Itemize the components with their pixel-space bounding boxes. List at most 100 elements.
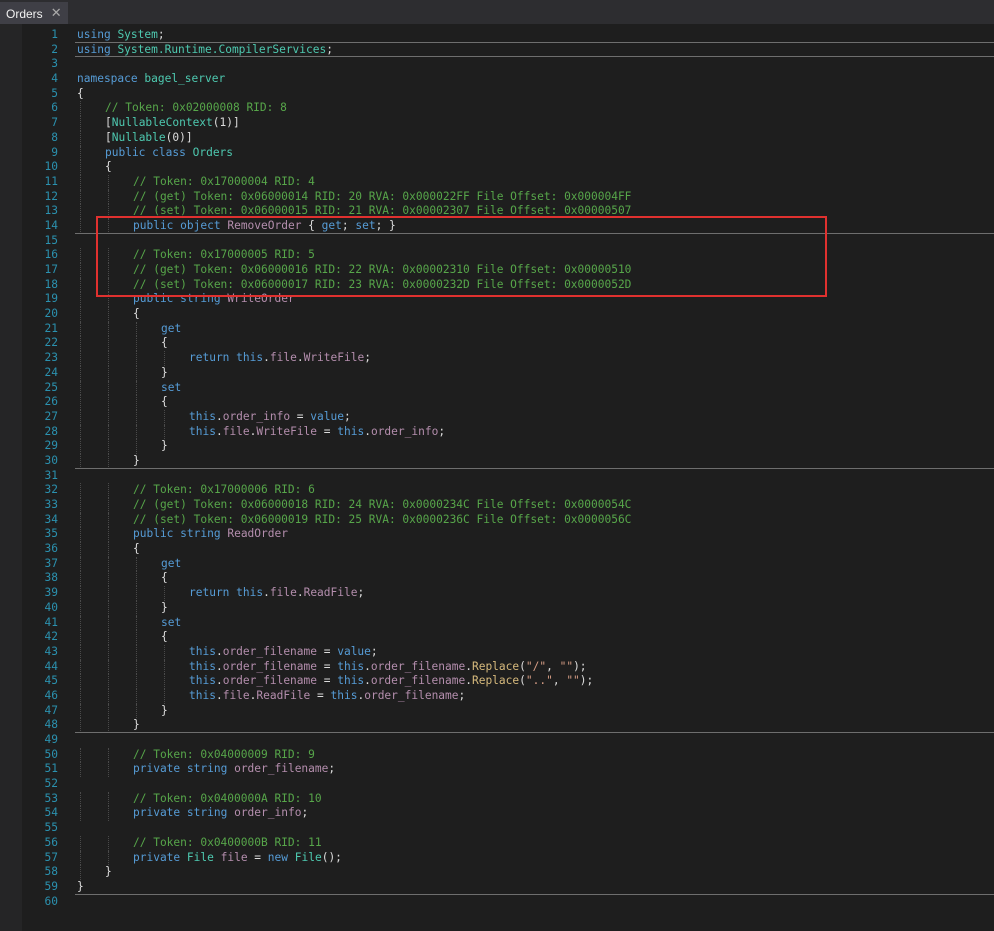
code-line[interactable]: 40} — [0, 600, 994, 616]
code-line[interactable]: 53// Token: 0x0400000A RID: 10 — [0, 791, 994, 807]
code-line[interactable]: 31 — [0, 469, 994, 484]
code-line[interactable]: 11// Token: 0x17000004 RID: 4 — [0, 174, 994, 190]
code-token: "" — [559, 659, 574, 673]
code-text: } — [105, 865, 112, 880]
code-line[interactable]: 42{ — [0, 630, 994, 645]
line-number: 10 — [44, 160, 58, 174]
code-token — [180, 806, 187, 819]
code-line[interactable]: 36{ — [0, 542, 994, 557]
member-separator — [75, 732, 994, 733]
code-line[interactable]: 52 — [0, 777, 994, 792]
code-token: file — [220, 850, 248, 864]
code-line[interactable]: 10 { — [0, 160, 994, 175]
line-number: 23 — [44, 351, 58, 365]
code-line[interactable]: 7[NullableContext(1)] — [0, 116, 994, 131]
code-line[interactable]: 18// (set) Token: 0x06000017 RID: 23 RVA… — [0, 277, 994, 293]
code-token: ( — [519, 659, 526, 673]
code-line[interactable]: 49 — [0, 733, 994, 748]
code-line[interactable]: 59} — [0, 880, 994, 895]
code-token: . — [215, 424, 223, 438]
line-number: 53 — [44, 791, 58, 805]
code-token: file — [269, 351, 297, 365]
code-text: { — [161, 395, 168, 410]
code-token: . — [215, 659, 223, 673]
code-line[interactable]: 47} — [0, 703, 994, 719]
code-token: { — [105, 160, 112, 174]
code-token: System.Runtime.CompilerServices — [117, 42, 327, 56]
code-line[interactable]: 17// (get) Token: 0x06000016 RID: 22 RVA… — [0, 263, 994, 278]
code-token: File — [186, 850, 214, 864]
member-separator — [75, 467, 994, 469]
code-line[interactable]: 38{ — [0, 571, 994, 587]
close-icon[interactable]: ✕ — [50, 6, 62, 21]
code-token: , — [552, 674, 567, 688]
code-line[interactable]: 55 — [0, 821, 994, 836]
code-line[interactable]: 48} — [0, 718, 994, 733]
code-text: get — [161, 322, 181, 337]
code-line[interactable]: 15 — [0, 234, 994, 249]
code-token: . — [364, 659, 371, 673]
code-text: } — [161, 366, 168, 381]
code-line[interactable]: 3 — [0, 57, 994, 72]
code-line[interactable]: 29} — [0, 439, 994, 454]
code-line[interactable]: 6// Token: 0x02000008 RID: 8 — [0, 101, 994, 117]
line-number: 56 — [44, 835, 58, 849]
code-line[interactable]: 16// Token: 0x17000005 RID: 5 — [0, 248, 994, 263]
code-token: bagel_server — [144, 72, 226, 86]
code-token: . — [215, 644, 223, 658]
code-line[interactable]: 60 — [0, 895, 994, 910]
code-line[interactable]: 5{ — [0, 87, 994, 102]
code-line[interactable]: 20{ — [0, 307, 994, 322]
line-number: 6 — [51, 101, 58, 115]
line-number: 40 — [44, 600, 58, 614]
code-token: [ — [105, 116, 112, 130]
code-line[interactable]: 58} — [0, 865, 994, 880]
code-line[interactable]: 56// Token: 0x0400000B RID: 11 — [0, 835, 994, 851]
code-line[interactable]: 12// (get) Token: 0x06000014 RID: 20 RVA… — [0, 189, 994, 205]
code-token: } — [105, 865, 112, 879]
code-token: Replace — [471, 659, 520, 673]
code-line[interactable]: 8[Nullable(0)] — [0, 130, 994, 146]
line-number: 51 — [44, 762, 58, 776]
code-line[interactable]: 26{ — [0, 395, 994, 410]
code-line[interactable]: 33// (get) Token: 0x06000018 RID: 24 RVA… — [0, 498, 994, 513]
code-line[interactable]: 30} — [0, 453, 994, 469]
code-line[interactable]: 24} — [0, 365, 994, 381]
line-number: 19 — [44, 292, 58, 306]
code-line[interactable]: 34// (set) Token: 0x06000019 RID: 25 RVA… — [0, 512, 994, 528]
code-line[interactable]: 22{ — [0, 336, 994, 352]
code-text: } — [161, 439, 168, 454]
code-token: get — [161, 556, 182, 570]
code-token: return — [189, 351, 230, 365]
code-token: } — [161, 439, 168, 453]
code-token: } — [161, 600, 168, 614]
code-token: value — [337, 644, 371, 658]
code-line[interactable]: 13// (set) Token: 0x06000015 RID: 21 RVA… — [0, 204, 994, 219]
code-line[interactable]: 32// Token: 0x17000006 RID: 6 — [0, 483, 994, 498]
code-line[interactable]: 50// Token: 0x04000009 RID: 9 — [0, 747, 994, 763]
tab-orders[interactable]: Orders ✕ — [0, 2, 68, 24]
